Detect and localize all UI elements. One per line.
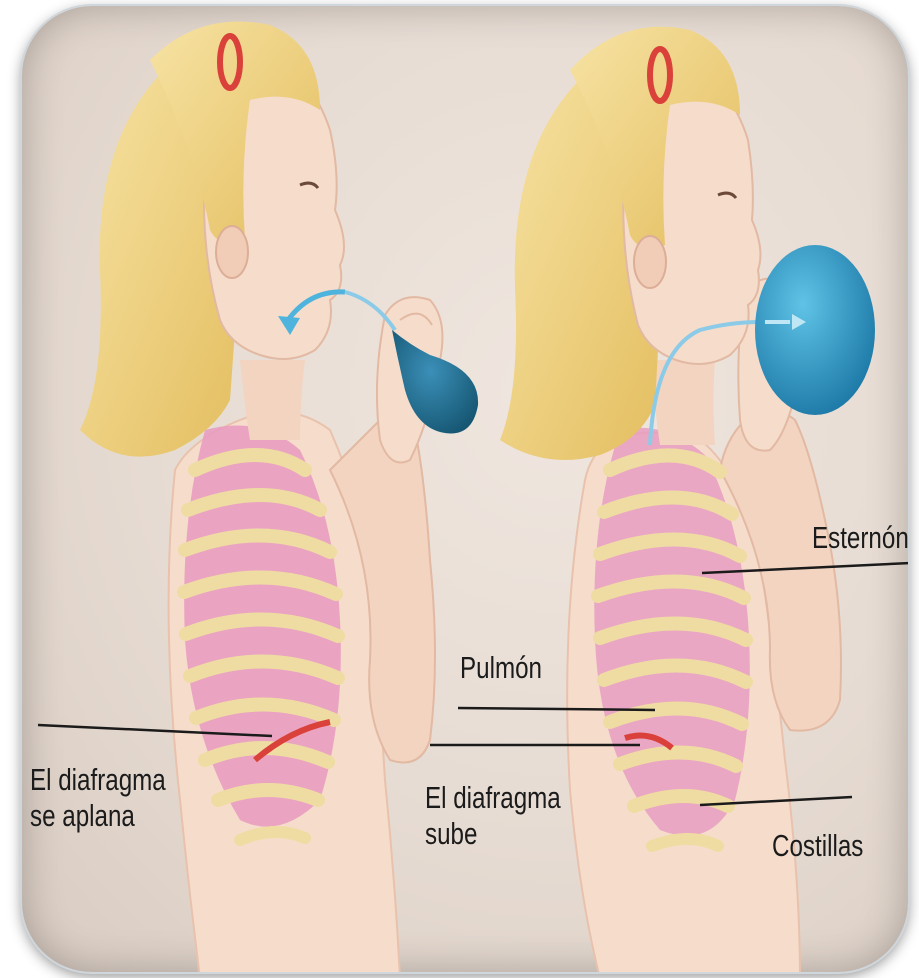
label-diaphragm-flat-line1: El diafragma	[30, 762, 166, 798]
label-sternum: Esternón	[812, 520, 909, 556]
label-diaphragm-flat: El diafragma se aplana	[30, 762, 166, 833]
label-diaphragm-rise-line1: El diafragma	[425, 780, 561, 816]
label-lung: Pulmón	[460, 650, 542, 686]
label-diaphragm-rise: El diafragma sube	[425, 780, 561, 851]
label-diaphragm-rise-line2: sube	[425, 816, 561, 852]
label-diaphragm-flat-line2: se aplana	[30, 798, 166, 834]
label-ribs: Costillas	[772, 828, 863, 864]
